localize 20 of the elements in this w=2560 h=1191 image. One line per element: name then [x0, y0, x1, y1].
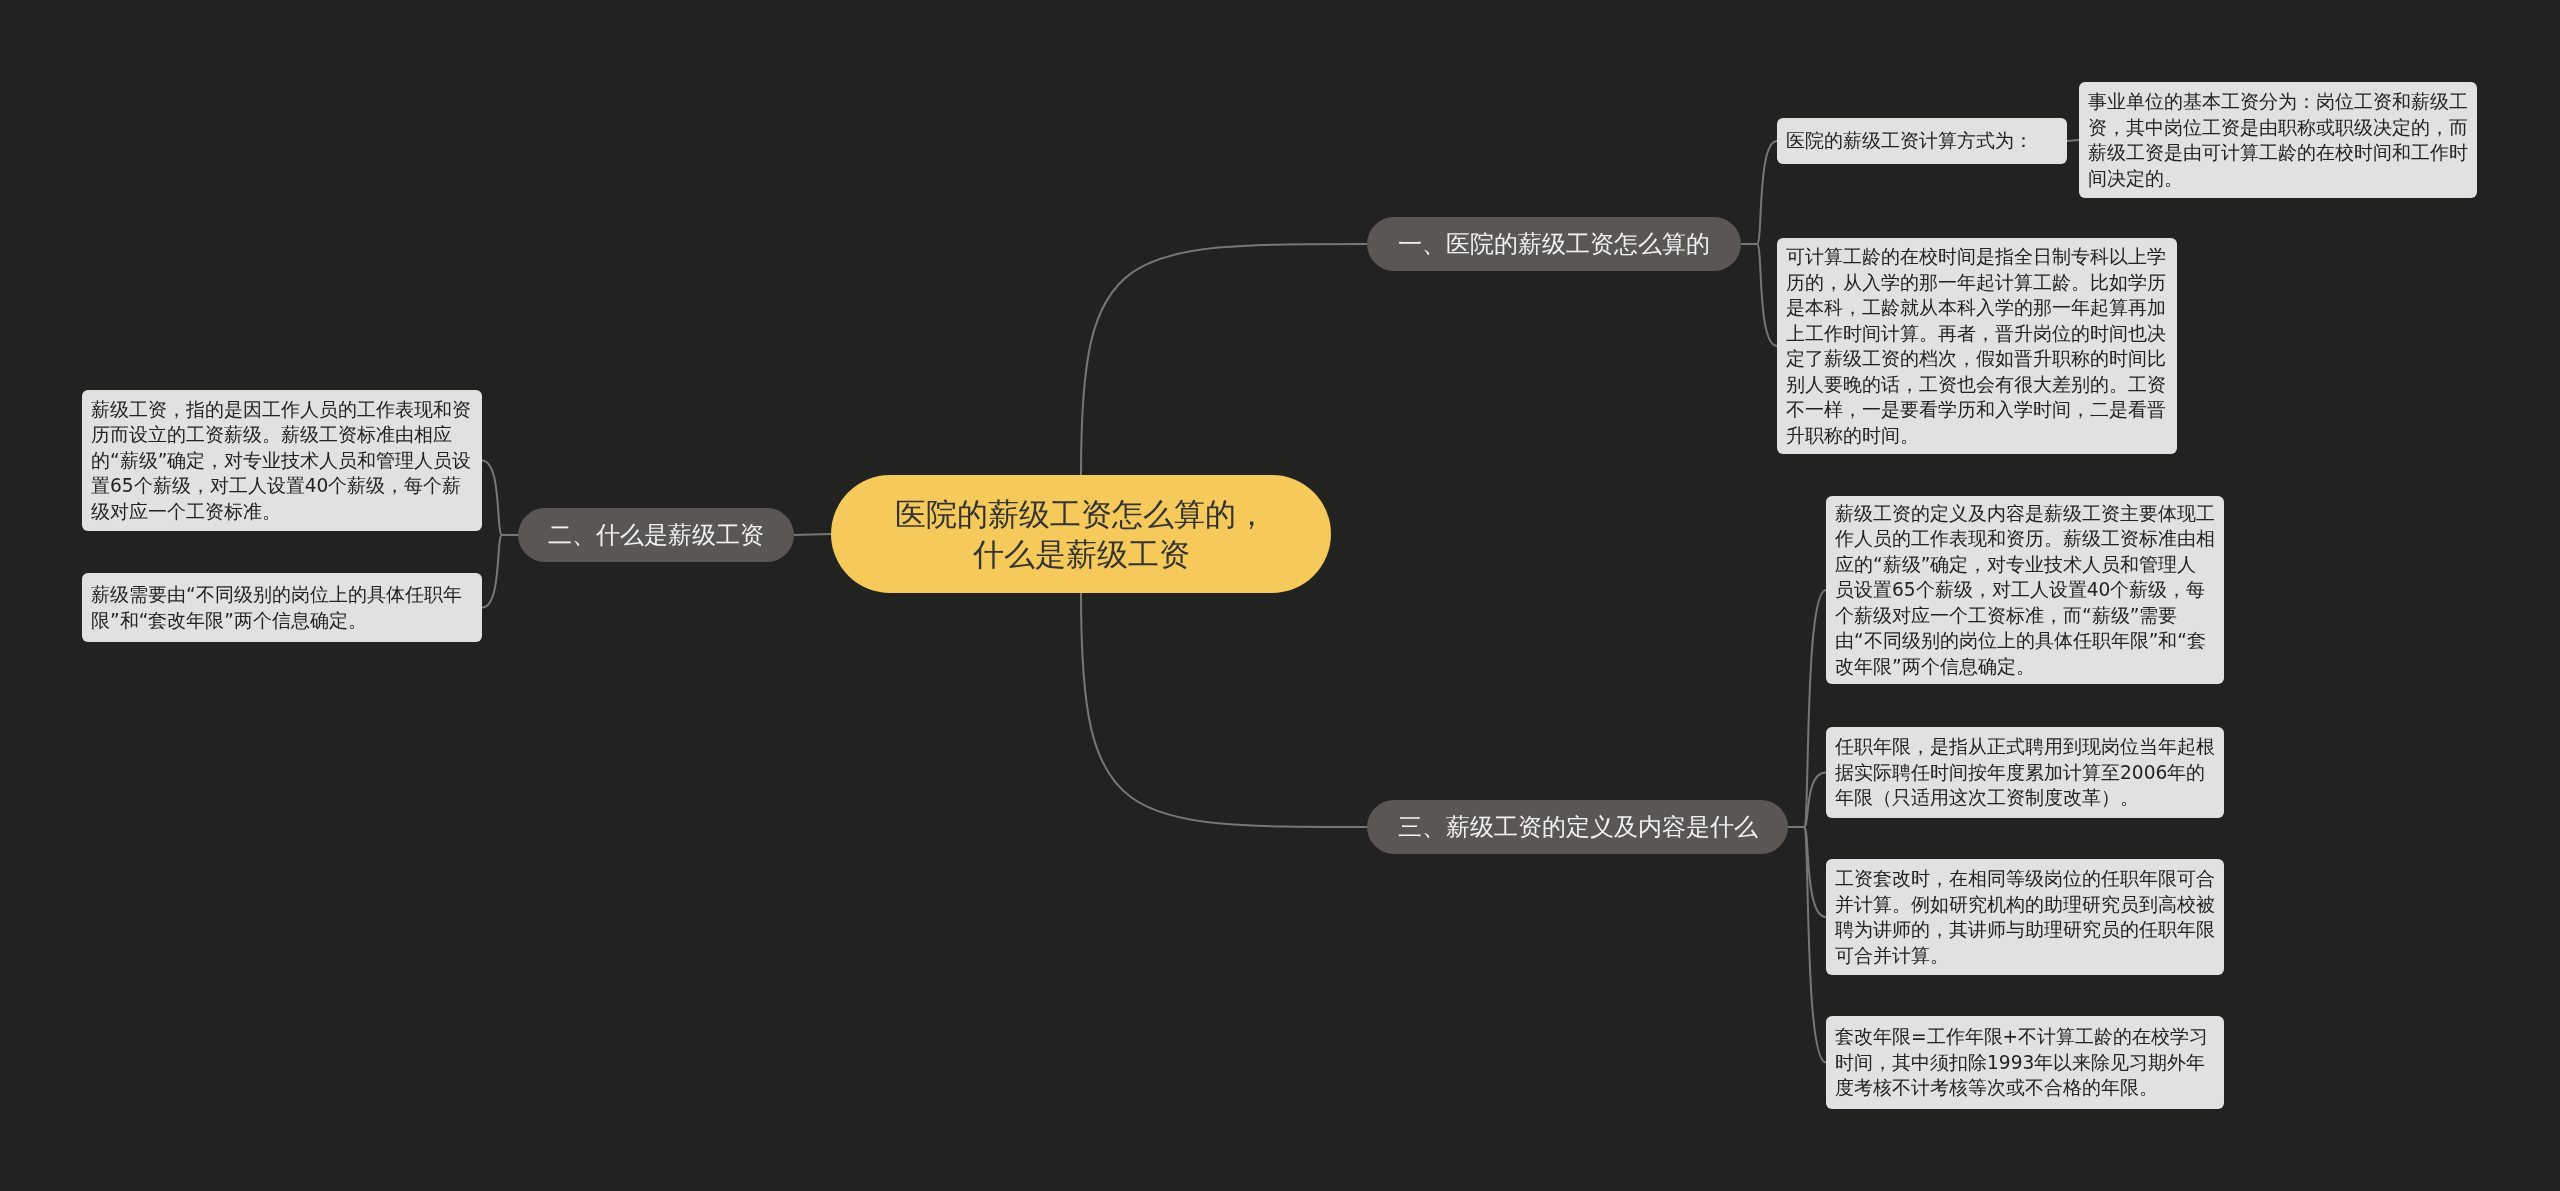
connector-line [793, 533, 832, 536]
topic-pill: 一、医院的薪级工资怎么算的 [1367, 217, 1741, 271]
topic-pill: 二、什么是薪级工资 [518, 508, 794, 562]
text-box: 薪级工资，指的是因工作人员的工作表现和资历而设立的工资薪级。薪级工资标准由相应的“薪级”确定，对专业技术人员和管理人员设置65个薪级，对工人设置40个薪级，每个薪级对应一个工资标准。 [82, 390, 482, 531]
text-box: 工资套改时，在相同等级岗位的任职年限可合并计算。例如研究机构的助理研究员到高校被聘为讲师的，其讲师与助理研究员的任职年限可合并计算。 [1826, 859, 2224, 975]
text-box: 薪级需要由“不同级别的岗位上的具体任职年限”和“套改年限”两个信息确定。 [82, 573, 482, 642]
connector-line [1080, 243, 1368, 476]
connector-line [481, 534, 519, 609]
connector-line [2066, 139, 2080, 142]
connector-line [1787, 826, 1827, 1064]
text-box: 事业单位的基本工资分为：岗位工资和薪级工资，其中岗位工资是由职称或职级决定的，而薪级工资是由可计算工龄的在校时间和工作时间决定的。 [2079, 82, 2477, 198]
topic-pill: 三、薪级工资的定义及内容是什么 [1367, 800, 1788, 854]
text-box: 任职年限，是指从正式聘用到现岗位当年起根据实际聘任时间按年度累加计算至2006年的年限（只适用这次工资制度改革）。 [1826, 727, 2224, 818]
connector-line [1080, 592, 1368, 828]
connector-line [1740, 243, 1778, 347]
text-box: 套改年限=工作年限+不计算工龄的在校学习时间，其中须扣除1993年以来除见习期外年度考核不计考核等次或不合格的年限。 [1826, 1016, 2224, 1109]
text-box: 可计算工龄的在校时间是指全日制专科以上学历的，从入学的那一年起计算工龄。比如学历是本科，工龄就从本科入学的那一年起算再加上工作时间计算。再者，晋升岗位的时间也决定了薪级工资的档次，假如晋升职称的时间比别人要晚的话，工资也会有很大差别的。工资不一样，一是要看学历和入学时间，二是看晋升职称的时间。 [1777, 238, 2177, 454]
text-box: 薪级工资的定义及内容是薪级工资主要体现工作人员的工作表现和资历。薪级工资标准由相应的“薪级”确定，对专业技术人员和管理人员设置65个薪级，对工人设置40个薪级，每个薪级对应一个工资标准，而“薪级”需要由“不同级别的岗位上的具体任职年限”和“套改年限”两个信息确定。 [1826, 496, 2224, 684]
text-box: 医院的薪级工资计算方式为： [1777, 118, 2067, 164]
central-topic: 医院的薪级工资怎么算的，什么是薪级工资 [831, 475, 1331, 593]
